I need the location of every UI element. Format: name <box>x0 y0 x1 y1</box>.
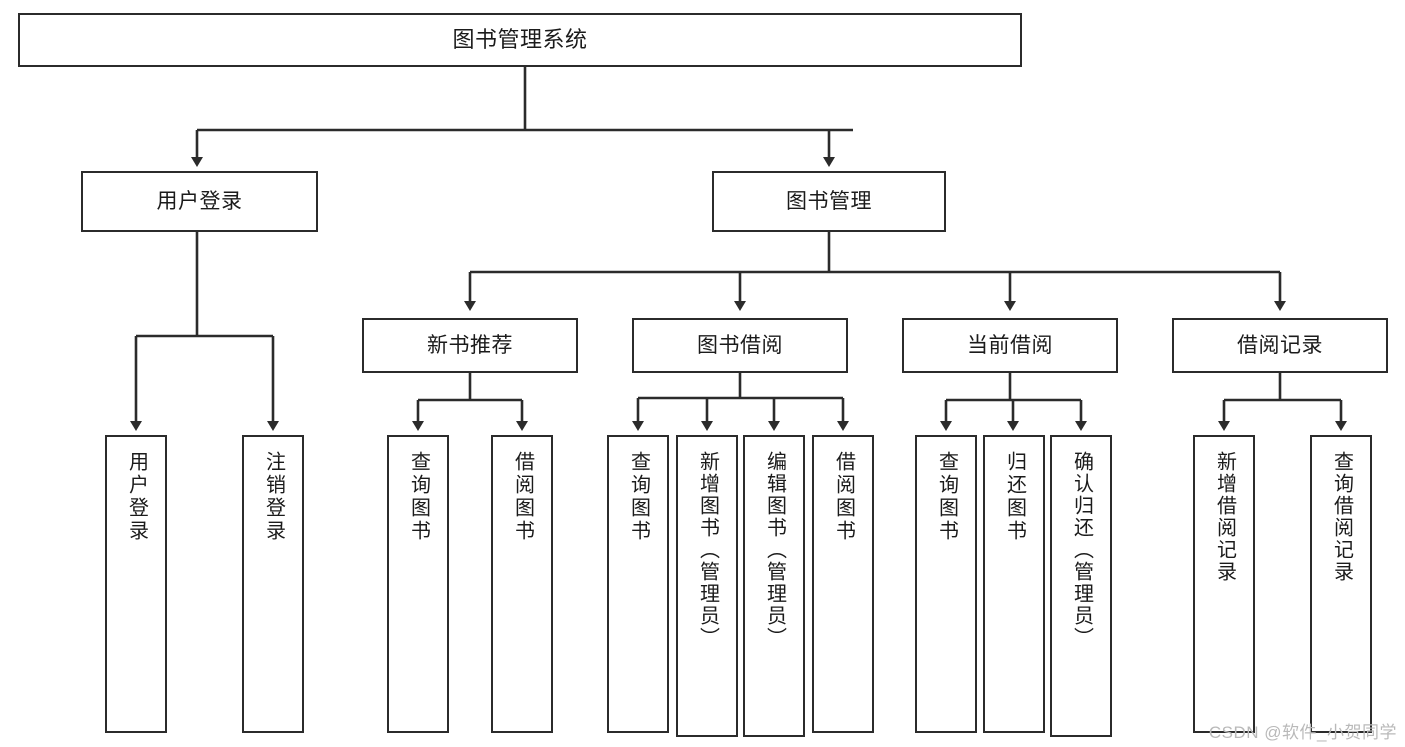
leaf-newbook-borrow-book[interactable]: 借阅图书 <box>491 435 553 733</box>
leaf-borrow-borrow-book[interactable]: 借阅图书 <box>812 435 874 733</box>
leaf-current-confirm-return[interactable]: 确认归还（管理员） <box>1050 435 1112 737</box>
node-user-login-label: 用户登录 <box>156 189 243 213</box>
leaf-user-login[interactable]: 用户登录 <box>105 435 167 733</box>
leaf-current-query-book-label: 查询图书 <box>935 451 958 543</box>
node-current-borrow-label: 当前借阅 <box>967 333 1053 357</box>
leaf-borrow-add-book-label: 新增图书（管理员） <box>696 451 719 649</box>
node-book-borrow[interactable]: 图书借阅 <box>632 318 848 373</box>
leaf-borrow-edit-book[interactable]: 编辑图书（管理员） <box>743 435 805 737</box>
leaf-borrow-edit-book-label: 编辑图书（管理员） <box>763 451 786 649</box>
leaf-user-logout[interactable]: 注销登录 <box>242 435 304 733</box>
leaf-current-return-book-label: 归还图书 <box>1003 451 1026 543</box>
leaf-user-logout-label: 注销登录 <box>262 451 285 543</box>
leaf-record-add-label: 新增借阅记录 <box>1213 451 1236 583</box>
node-new-book-recommend-label: 新书推荐 <box>427 333 513 357</box>
node-root[interactable]: 图书管理系统 <box>18 13 1022 67</box>
node-book-management[interactable]: 图书管理 <box>712 171 946 232</box>
leaf-user-login-label: 用户登录 <box>125 451 148 543</box>
leaf-borrow-query-book-label: 查询图书 <box>627 451 650 543</box>
node-user-login[interactable]: 用户登录 <box>81 171 318 232</box>
leaf-current-confirm-return-label: 确认归还（管理员） <box>1070 451 1093 649</box>
leaf-record-query[interactable]: 查询借阅记录 <box>1310 435 1372 733</box>
node-book-management-label: 图书管理 <box>786 189 872 213</box>
leaf-current-return-book[interactable]: 归还图书 <box>983 435 1045 733</box>
leaf-record-query-label: 查询借阅记录 <box>1330 451 1353 583</box>
leaf-newbook-query-book[interactable]: 查询图书 <box>387 435 449 733</box>
node-borrow-record[interactable]: 借阅记录 <box>1172 318 1388 373</box>
node-book-borrow-label: 图书借阅 <box>697 333 783 357</box>
leaf-borrow-borrow-book-label: 借阅图书 <box>832 451 855 543</box>
watermark: CSDN @软件_小贺同学 <box>1208 723 1397 742</box>
leaf-borrow-query-book[interactable]: 查询图书 <box>607 435 669 733</box>
node-new-book-recommend[interactable]: 新书推荐 <box>362 318 578 373</box>
node-current-borrow[interactable]: 当前借阅 <box>902 318 1118 373</box>
leaf-current-query-book[interactable]: 查询图书 <box>915 435 977 733</box>
leaf-newbook-query-book-label: 查询图书 <box>407 451 430 543</box>
leaf-record-add[interactable]: 新增借阅记录 <box>1193 435 1255 733</box>
leaf-borrow-add-book[interactable]: 新增图书（管理员） <box>676 435 738 737</box>
node-borrow-record-label: 借阅记录 <box>1237 333 1323 357</box>
node-root-label: 图书管理系统 <box>452 26 588 52</box>
leaf-newbook-borrow-book-label: 借阅图书 <box>511 451 534 543</box>
